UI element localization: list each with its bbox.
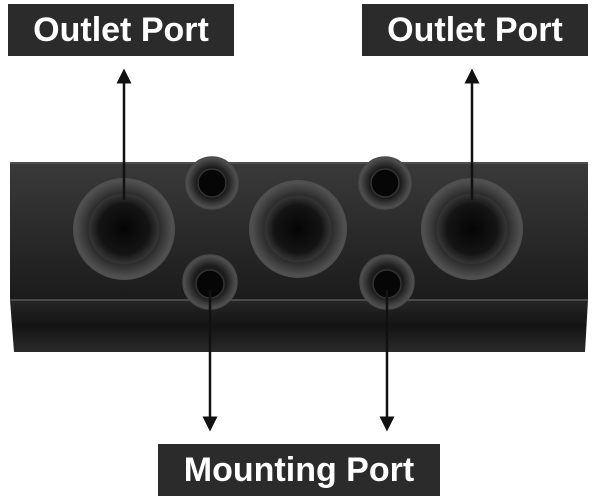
small-hole-top-left [185, 156, 239, 210]
outlet-port-label-left: Outlet Port [8, 4, 234, 56]
outlet-port-left [73, 178, 175, 280]
block-front-face [10, 300, 588, 352]
small-hole-top-right [358, 156, 412, 210]
center-port [249, 180, 347, 278]
mounting-port-label: Mounting Port [158, 444, 440, 496]
outlet-port-label-right: Outlet Port [362, 4, 588, 56]
outlet-port-right [421, 178, 523, 280]
mounting-hole-right [359, 254, 415, 310]
